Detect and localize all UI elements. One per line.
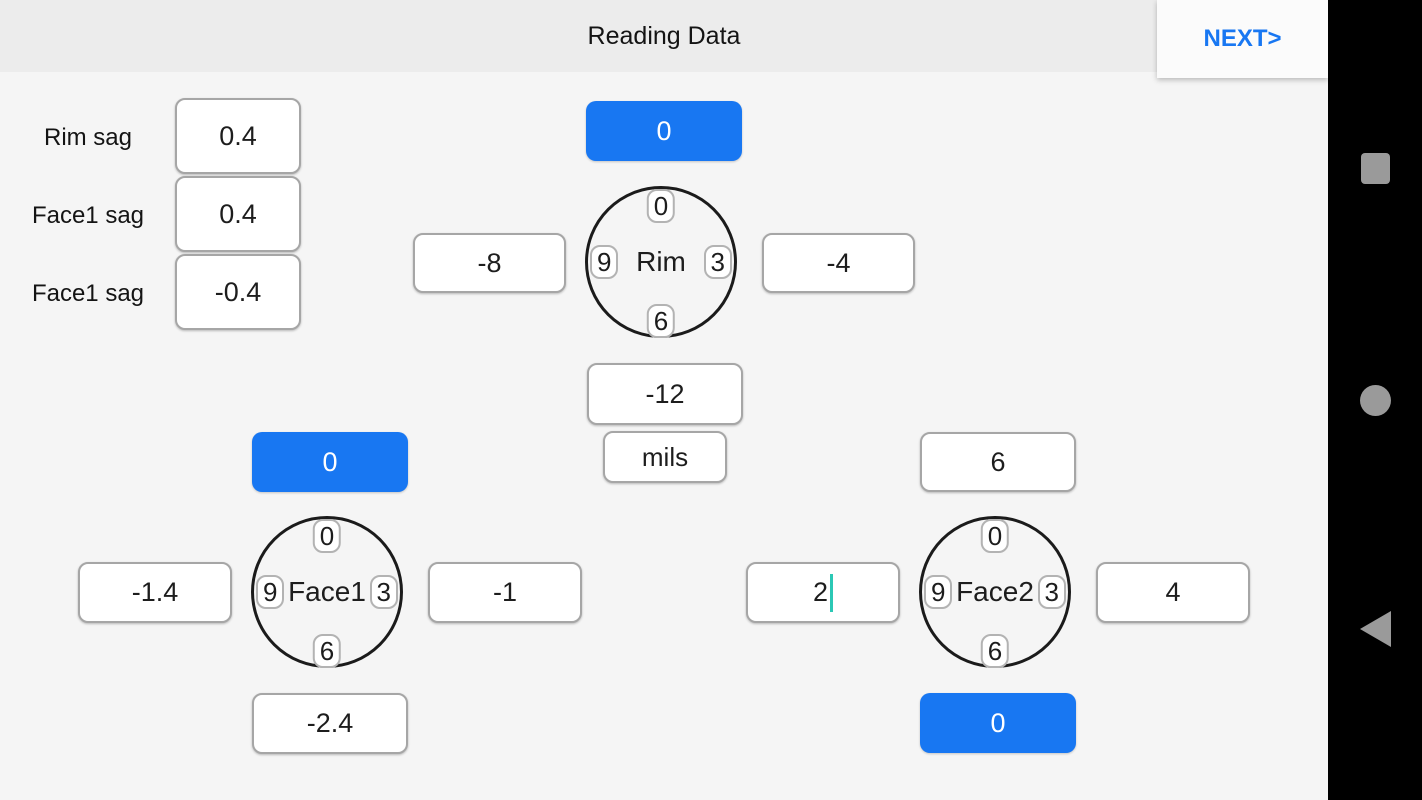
face1-9-oclock-input[interactable]: -1.4 xyxy=(78,562,232,623)
text-cursor xyxy=(830,573,834,612)
home-button[interactable] xyxy=(1328,368,1422,432)
face1-sag-label-2: Face1 sag xyxy=(31,280,145,307)
rim-clock-badge-6[interactable]: 6 xyxy=(646,304,676,338)
face2-bottom-zero-button[interactable]: 0 xyxy=(920,693,1076,753)
units-button[interactable]: mils xyxy=(603,431,727,483)
rim-sag-label: Rim sag xyxy=(43,124,133,151)
face2-clock-badge-6[interactable]: 6 xyxy=(980,634,1010,668)
rim-clock-badge-3[interactable]: 3 xyxy=(703,245,732,279)
face2-clock-badge-0[interactable]: 0 xyxy=(980,519,1010,553)
rim-6-oclock-input[interactable]: -12 xyxy=(587,363,743,425)
home-circle-icon xyxy=(1359,384,1391,416)
face1-sag-label: Face1 sag xyxy=(31,202,145,229)
android-nav-bar xyxy=(1328,0,1422,800)
recents-button[interactable] xyxy=(1328,136,1422,200)
face2-0-oclock-input[interactable]: 6 xyxy=(920,432,1076,492)
rim-9-oclock-input[interactable]: -8 xyxy=(413,233,566,293)
face2-9-oclock-value: 2 xyxy=(812,577,829,607)
rim-dial-name: Rim xyxy=(636,246,686,277)
face1-clock-badge-0[interactable]: 0 xyxy=(312,519,342,553)
rim-dial-circle: Rim 0 3 6 9 xyxy=(585,186,737,338)
face2-clock-badge-3[interactable]: 3 xyxy=(1037,575,1066,609)
face1-clock-badge-3[interactable]: 3 xyxy=(369,575,398,609)
face1-dial-circle: Face1 0 3 6 9 xyxy=(251,516,403,668)
face1-sag-input-2[interactable]: -0.4 xyxy=(175,254,301,330)
face2-3-oclock-input[interactable]: 4 xyxy=(1096,562,1250,623)
face2-dial-circle: Face2 0 3 6 9 xyxy=(919,516,1071,668)
face2-dial-name: Face2 xyxy=(956,576,1034,607)
back-triangle-icon xyxy=(1359,611,1391,647)
page-title: Reading Data xyxy=(587,22,741,50)
face1-dial-name: Face1 xyxy=(288,576,366,607)
next-button[interactable]: NEXT> xyxy=(1157,0,1328,78)
rim-sag-input[interactable]: 0.4 xyxy=(175,98,301,174)
rim-clock-badge-0[interactable]: 0 xyxy=(646,189,676,223)
face1-clock-badge-6[interactable]: 6 xyxy=(312,634,342,668)
rim-clock-badge-9[interactable]: 9 xyxy=(590,245,619,279)
rim-top-zero-button[interactable]: 0 xyxy=(586,101,742,161)
rim-3-oclock-input[interactable]: -4 xyxy=(762,233,915,293)
face2-clock-badge-9[interactable]: 9 xyxy=(924,575,953,609)
face1-clock-badge-9[interactable]: 9 xyxy=(256,575,285,609)
recents-square-icon xyxy=(1360,152,1390,184)
header-bar: Reading Data xyxy=(0,0,1328,72)
face1-6-oclock-input[interactable]: -2.4 xyxy=(252,693,408,754)
face1-3-oclock-input[interactable]: -1 xyxy=(428,562,582,623)
face2-9-oclock-input[interactable]: 2 xyxy=(746,562,900,623)
face1-top-zero-button[interactable]: 0 xyxy=(252,432,408,492)
face1-sag-input[interactable]: 0.4 xyxy=(175,176,301,252)
back-button[interactable] xyxy=(1328,597,1422,661)
